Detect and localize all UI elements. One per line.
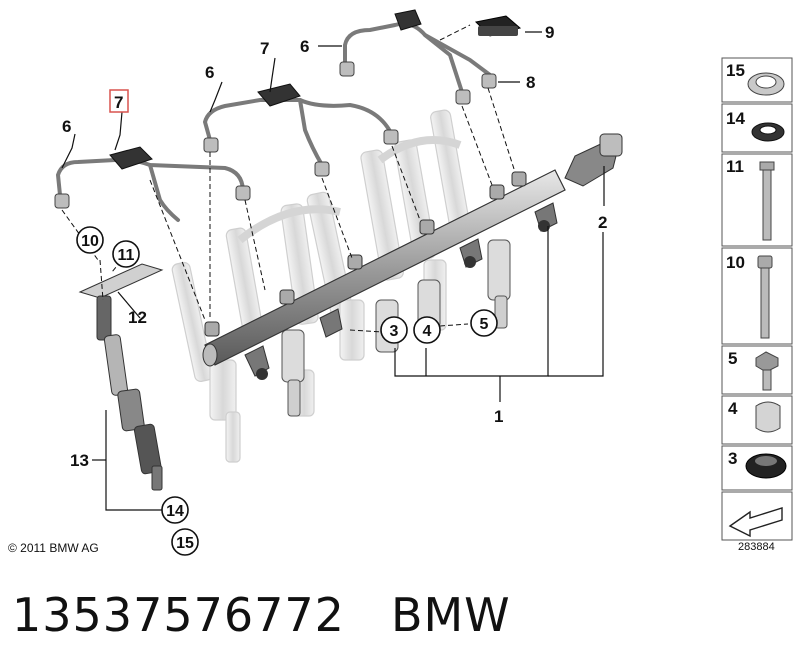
legend-part-hex-bolt: [755, 351, 779, 391]
legend-part-bolt-medium: [757, 255, 773, 339]
callout-10: 10: [81, 233, 99, 250]
legend-15: 15: [726, 61, 745, 80]
callout-11: 11: [118, 247, 135, 264]
part-number: 13537576772: [12, 588, 345, 642]
legend-part-seal: [751, 122, 785, 142]
highlight-box: [109, 89, 129, 113]
line-nuts: [54, 61, 497, 209]
legend-part-bolt-long: [759, 161, 775, 241]
callout-7-middle: 7: [260, 39, 269, 58]
callout-6-top: 6: [300, 37, 309, 56]
legend-3: 3: [728, 449, 737, 468]
clip-part: [474, 15, 522, 37]
callout-15: 15: [176, 535, 194, 552]
callout-5: 5: [480, 316, 489, 333]
legend-part-ring: [747, 72, 785, 96]
callout-3: 3: [390, 323, 399, 340]
brand-name: BMW: [390, 588, 511, 642]
legend-14: 14: [726, 109, 745, 128]
injector-assembly: [78, 263, 164, 491]
part-title: 13537576772 BMW: [12, 588, 511, 642]
callout-14: 14: [166, 503, 184, 520]
callout-7-highlighted: 7: [114, 93, 123, 112]
legend-11: 11: [726, 157, 744, 176]
callout-6-left: 6: [62, 117, 71, 136]
callout-6-middle: 6: [205, 63, 214, 82]
callout-13: 13: [70, 451, 89, 470]
callout-8: 8: [526, 73, 535, 92]
image-reference-number: 283884: [738, 541, 775, 553]
copyright-text: © 2011 BMW AG: [8, 541, 99, 555]
circled-callouts: [76, 226, 498, 556]
legend-5: 5: [728, 349, 737, 368]
fuel-rail: [202, 133, 623, 380]
callout-4: 4: [423, 323, 432, 340]
high-pressure-lines: [55, 21, 492, 222]
legend-part-arrow: [728, 507, 783, 538]
legend-4: 4: [728, 399, 738, 418]
legend-10: 10: [726, 253, 745, 272]
line-holders: [109, 9, 422, 170]
solid-leaders: [61, 31, 605, 511]
callout-1: 1: [494, 407, 503, 426]
callout-12: 12: [128, 308, 147, 327]
legend-part-sleeve: [755, 401, 781, 433]
legend-part-grommet: [745, 453, 787, 479]
callout-2: 2: [598, 213, 607, 232]
callout-9: 9: [545, 23, 554, 42]
